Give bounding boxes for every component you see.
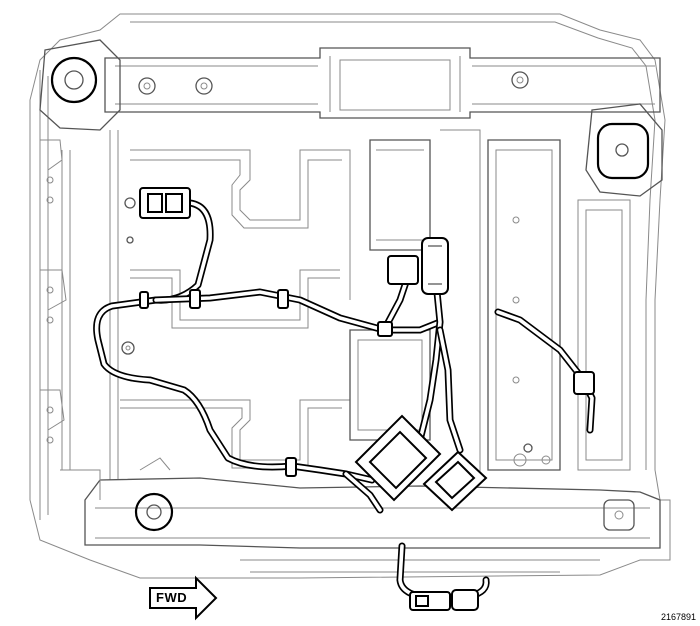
connector-left-seat-switch [139, 187, 191, 219]
connector-main-harness [354, 414, 442, 502]
seat-frame [29, 13, 671, 579]
connector-right-sensor [573, 371, 595, 395]
connector-motor [387, 237, 449, 295]
forward-arrow-icon [149, 575, 218, 621]
direction-label: FWD [156, 590, 188, 605]
connector-sensor [422, 450, 488, 512]
figure-number: 2167891 [660, 612, 696, 622]
connector-rear-pigtail [409, 589, 479, 611]
wiring-harness [93, 199, 596, 602]
